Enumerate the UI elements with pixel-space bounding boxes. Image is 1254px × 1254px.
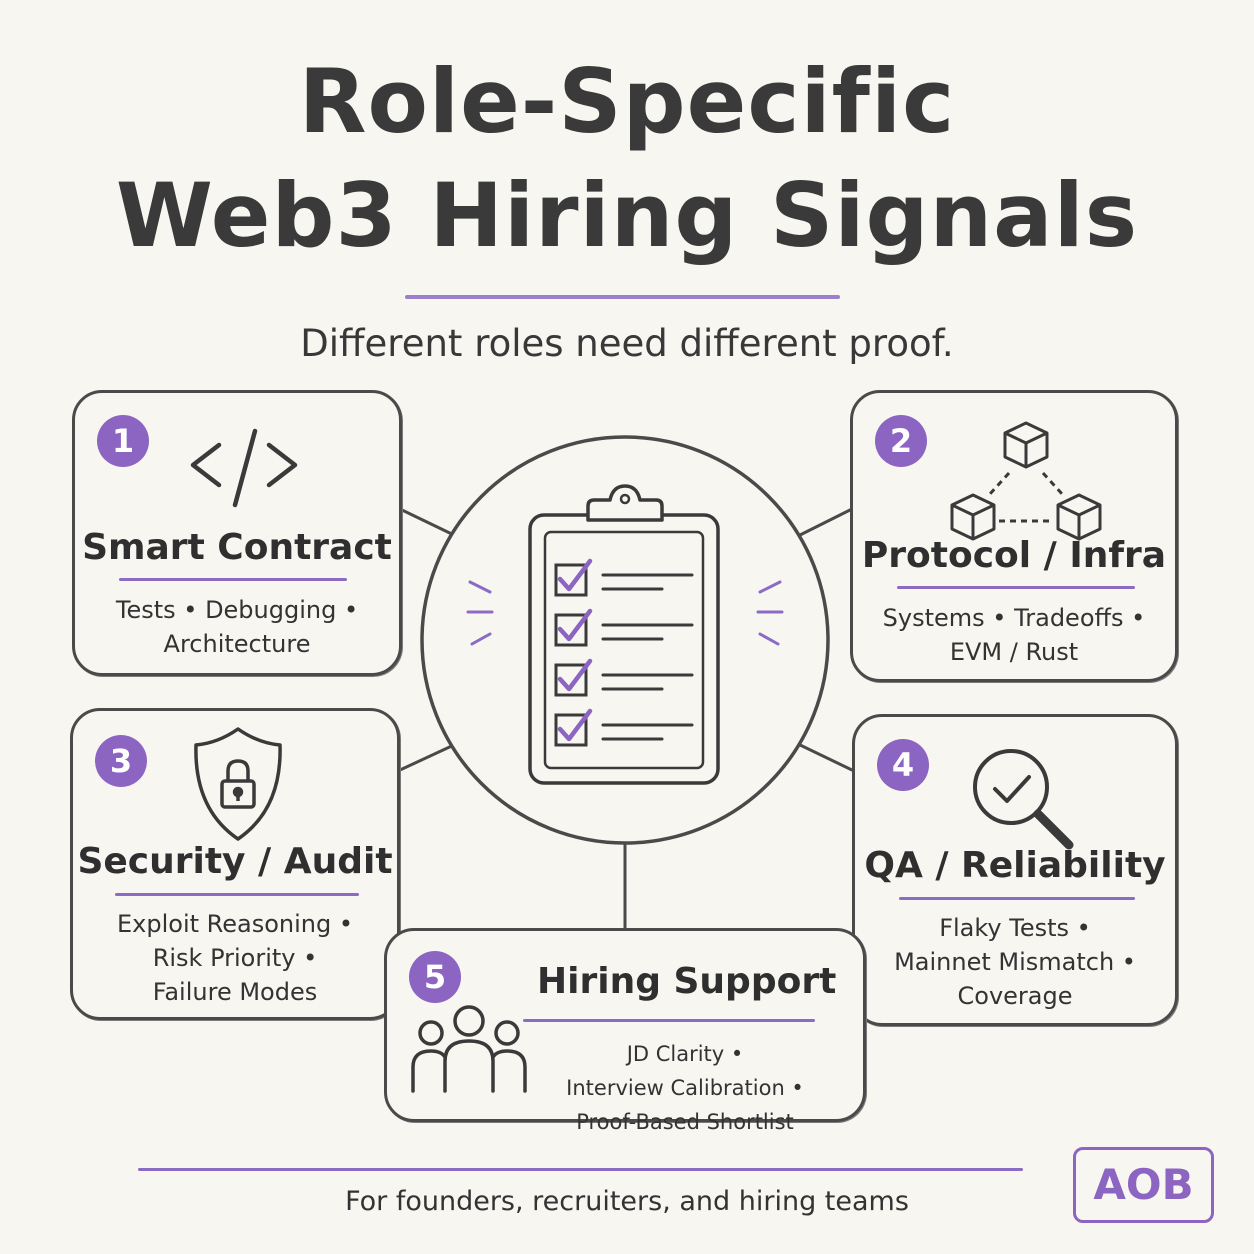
magnifier-check-icon [973,749,1074,850]
badge-1: 1 [97,415,149,467]
subtitle: Different roles need different proof. [300,322,954,365]
connector-card-2 [794,508,852,539]
item: Tradeoffs • [1014,604,1146,632]
item: Mainnet Mismatch • [894,948,1136,976]
checkbox-icon [554,713,588,747]
connector-card-1 [400,508,460,539]
badge-5: 5 [409,951,461,1003]
check-mark-icon [557,558,593,592]
card-hiring-support[interactable]: 5 Hiring Support JD Clarity • Interview … [384,928,866,1134]
check-mark-icon [557,658,593,692]
connector-card-4 [796,742,854,772]
sparkle-marks [466,580,784,646]
item: Systems • [882,604,1007,632]
title-underline [405,295,840,299]
code-brackets-icon [190,428,298,508]
badge-2: 2 [875,415,927,467]
connector-card-3 [398,742,458,772]
card-title: Smart Contract [82,527,392,568]
checkbox-icon [554,613,588,647]
card-items: Exploit Reasoning • Risk Priority • Fail… [73,907,397,1009]
checkbox-icon [554,563,588,597]
card-title-rule [899,897,1135,900]
item: Debugging • [205,596,359,624]
checkbox-icon [554,663,588,697]
item: Exploit Reasoning • [116,910,354,938]
card-protocol-infra[interactable]: 2 Protocol / Infra Systems • Tradeoffs •… [850,390,1178,682]
checklist-row [554,608,694,647]
item: Tests • [115,596,198,624]
checklist-row [554,558,694,597]
card-title-rule [119,578,347,581]
badge-3: 3 [95,735,147,787]
item: Failure Modes [152,978,318,1006]
connected-blocks-icon [950,421,1102,541]
item: Interview Calibration • [566,1076,804,1100]
card-items: Tests • Debugging • Architecture [75,593,399,661]
card-title-rule [115,893,359,896]
check-mark-icon [557,708,593,742]
card-security-audit[interactable]: 3 Security / Audit Exploit Reasoning • R… [70,708,400,1020]
item: JD Clarity • [626,1042,744,1066]
badge-4: 4 [877,739,929,791]
card-items: Systems • Tradeoffs • EVM / Rust [853,601,1175,669]
item: Architecture [163,630,311,658]
aob-logo: AOB [1073,1147,1214,1223]
item: Flaky Tests • [939,914,1091,942]
footer-text: For founders, recruiters, and hiring tea… [345,1186,909,1217]
card-title-rule [523,1019,815,1022]
card-title-rule [897,586,1135,589]
card-items: Flaky Tests • Mainnet Mismatch • Coverag… [855,911,1175,1013]
card-items: JD Clarity • Interview Calibration • Pro… [507,1037,863,1139]
title-line-2: Web3 Hiring Signals [115,164,1139,267]
card-qa-reliability[interactable]: 4 QA / Reliability Flaky Tests • Mainnet… [852,714,1178,1026]
item: Coverage [957,982,1073,1010]
item: Risk Priority • [152,944,318,972]
card-title: QA / Reliability [864,845,1166,886]
title-line-1: Role-Specific [298,50,956,153]
people-group-icon [411,1005,527,1093]
footer-rule [138,1168,1023,1171]
check-mark-icon [557,608,593,642]
shield-lock-icon [194,727,282,841]
item: Proof-Based Shortlist [576,1110,794,1134]
checklist-row [554,708,694,747]
card-title: Hiring Support [537,961,837,1002]
item: EVM / Rust [949,638,1079,666]
card-title: Security / Audit [77,841,393,882]
card-smart-contract[interactable]: 1 Smart Contract Tests • Debugging • Arc… [72,390,402,676]
clipboard-checklist-icon [528,484,720,785]
checklist-row [554,658,694,697]
checklist-rows [554,558,694,747]
card-title: Protocol / Infra [861,535,1167,576]
